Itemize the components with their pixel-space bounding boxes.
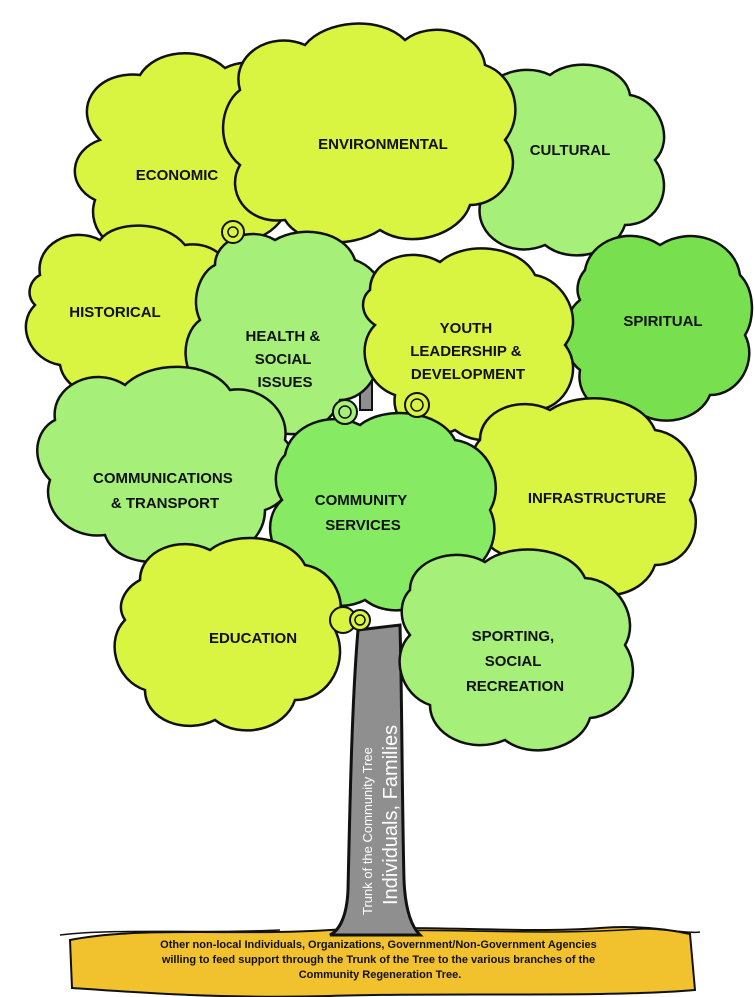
ground-text: Other non-local Individuals, Organizatio… xyxy=(160,939,600,981)
knot-center-right xyxy=(404,392,430,418)
label-cultural: CULTURAL xyxy=(530,142,611,159)
label-sporting: SPORTING, SOCIAL RECREATION xyxy=(466,628,564,695)
label-youth: YOUTH LEADERSHIP & DEVELOPMENT xyxy=(410,320,526,383)
label-health: HEALTH & SOCIAL ISSUES xyxy=(246,328,325,391)
cloud-environmental xyxy=(221,22,517,244)
cloud-communications xyxy=(36,365,297,564)
label-economic: ECONOMIC xyxy=(136,167,219,184)
label-communications: COMMUNICATIONS & TRANSPORT xyxy=(93,470,237,512)
label-historical: HISTORICAL xyxy=(69,304,160,321)
label-community-services: COMMUNITY SERVICES xyxy=(315,492,411,534)
cloud-education xyxy=(113,536,343,732)
cloud-sporting xyxy=(398,548,635,752)
trunk-caption-large: Individuals, Families xyxy=(380,725,402,905)
label-spiritual: SPIRITUAL xyxy=(623,313,702,330)
label-education: EDUCATION xyxy=(209,630,297,647)
trunk-caption-small: Trunk of the Community Tree xyxy=(360,747,375,915)
label-infrastructure: INFRASTRUCTURE xyxy=(528,490,666,507)
knot-upper-left xyxy=(221,220,245,244)
label-environmental: ENVIRONMENTAL xyxy=(318,136,448,153)
knot-trunk xyxy=(329,606,371,634)
knot-center-left xyxy=(332,399,358,425)
